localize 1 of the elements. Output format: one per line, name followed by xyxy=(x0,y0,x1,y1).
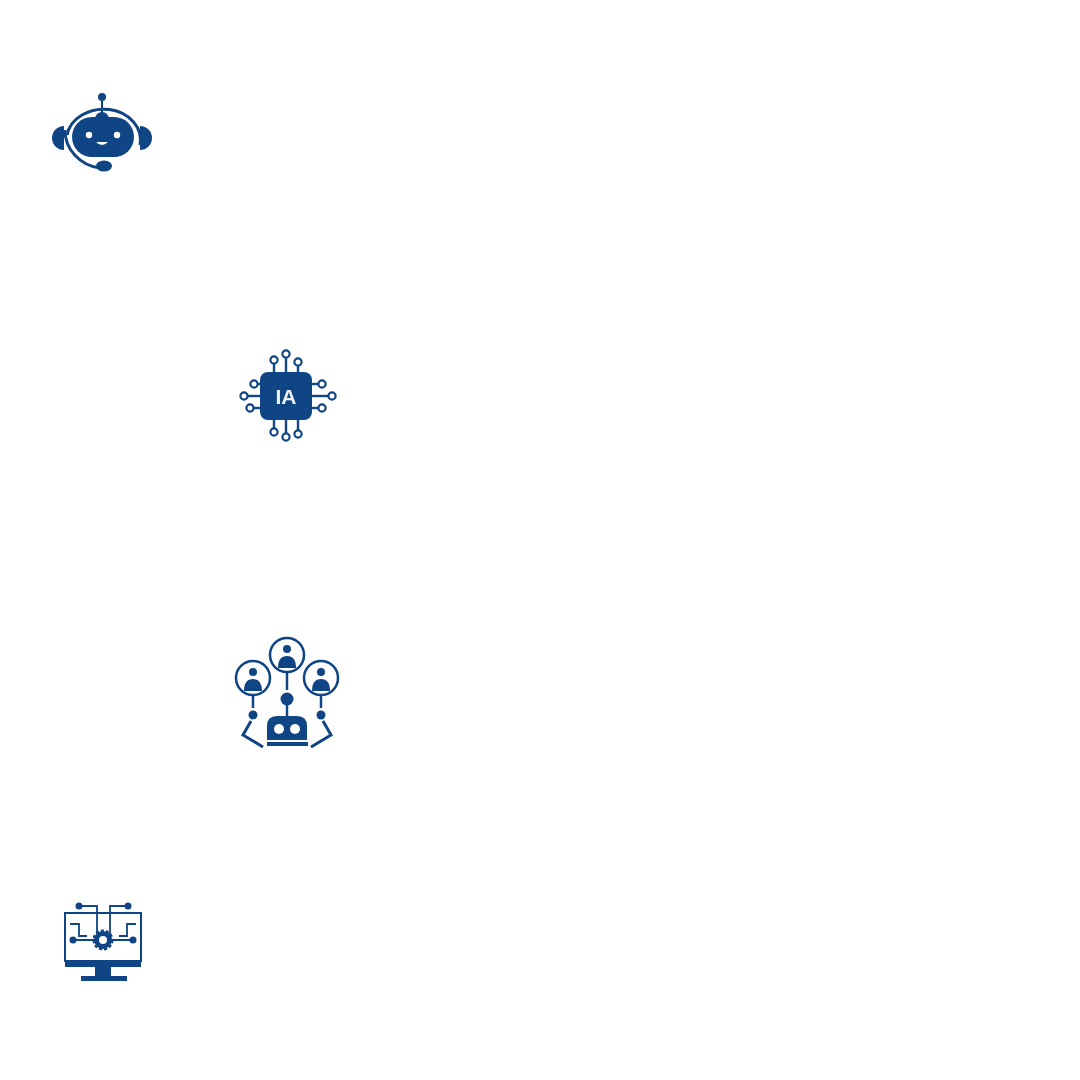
chip-label: IA xyxy=(275,385,297,408)
